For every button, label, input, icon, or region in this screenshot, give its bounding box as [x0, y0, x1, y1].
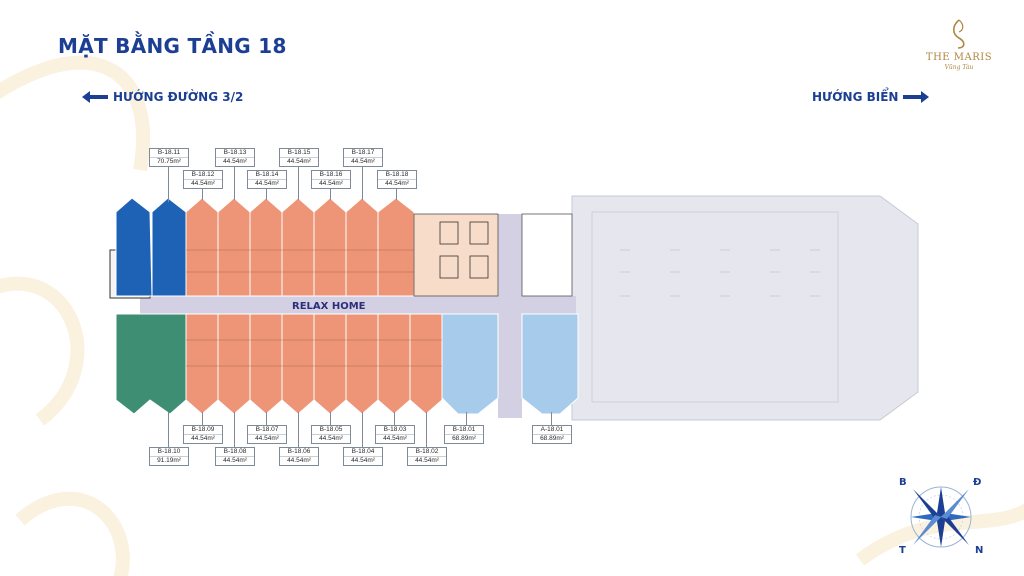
- leader-b12: [202, 186, 203, 200]
- unit-b18: [345, 197, 379, 297]
- unit-b01: [441, 313, 499, 415]
- direction-left: HƯỚNG ĐƯỜNG 3/2: [82, 90, 243, 104]
- leader-b16: [330, 186, 331, 200]
- unit-b06: [281, 313, 315, 415]
- leader-b08: [234, 412, 235, 448]
- compass-nw: B: [899, 477, 907, 488]
- compass-ne: Đ: [973, 477, 982, 488]
- unit-b17: [313, 197, 347, 297]
- logo-emblem-icon: [952, 19, 965, 49]
- arrow-left-icon: [82, 91, 108, 103]
- page-title: MẶT BẰNG TẦNG 18: [58, 34, 287, 58]
- unit-b02: [409, 313, 443, 415]
- unit-b11: [115, 197, 153, 297]
- core-right: [521, 213, 573, 297]
- unit-b13: [185, 197, 219, 297]
- unit-a01: [521, 313, 579, 415]
- terrace-inner: [591, 211, 839, 403]
- corridor-link: [498, 214, 522, 418]
- compass-rose-icon: [910, 486, 972, 548]
- unit-b08: [217, 313, 251, 415]
- leader-b17: [362, 164, 363, 200]
- direction-right-label: HƯỚNG BIỂN: [812, 90, 899, 104]
- direction-right: HƯỚNG BIỂN: [812, 90, 930, 104]
- leader-b10: [168, 412, 169, 448]
- leader-b02: [426, 412, 427, 448]
- logo-name: THE MARIS: [925, 52, 993, 63]
- terrace-grid: [620, 249, 820, 297]
- unit-b07: [249, 313, 283, 415]
- unit-b12: [151, 197, 187, 297]
- leader-b09: [202, 412, 203, 426]
- unit-b16: [281, 197, 315, 297]
- leader-b18: [396, 186, 397, 200]
- leader-b06: [298, 412, 299, 448]
- unit-b03: [377, 313, 411, 415]
- leader-b03: [394, 412, 395, 426]
- compass: B Đ T N: [893, 475, 989, 560]
- compass-se: N: [975, 545, 984, 556]
- leader-b05: [330, 412, 331, 426]
- unit-b18-extra: [377, 197, 415, 297]
- leader-b15: [298, 164, 299, 200]
- unit-b05: [313, 313, 347, 415]
- core-lobby: [413, 213, 499, 297]
- corridor-label: RELAX HOME: [292, 301, 366, 312]
- leader-b01: [466, 412, 467, 426]
- leader-b14: [266, 186, 267, 200]
- brand-logo: THE MARIS Vũng Tàu: [924, 18, 994, 74]
- arrow-right-icon: [903, 91, 930, 103]
- unit-b10: [115, 313, 187, 415]
- logo-sub: Vũng Tàu: [944, 64, 974, 71]
- terrace-deck: [571, 195, 919, 421]
- unit-b04: [345, 313, 379, 415]
- leader-b07: [266, 412, 267, 426]
- direction-left-label: HƯỚNG ĐƯỜNG 3/2: [113, 90, 244, 104]
- compass-sw: T: [899, 545, 906, 556]
- leader-b04: [362, 412, 363, 448]
- leader-b11: [168, 164, 169, 202]
- unit-b15: [249, 197, 283, 297]
- leader-b13: [234, 164, 235, 200]
- leader-a01: [551, 412, 552, 426]
- corridor: [140, 296, 576, 314]
- unit-b09: [185, 313, 219, 415]
- unit-b14: [217, 197, 251, 297]
